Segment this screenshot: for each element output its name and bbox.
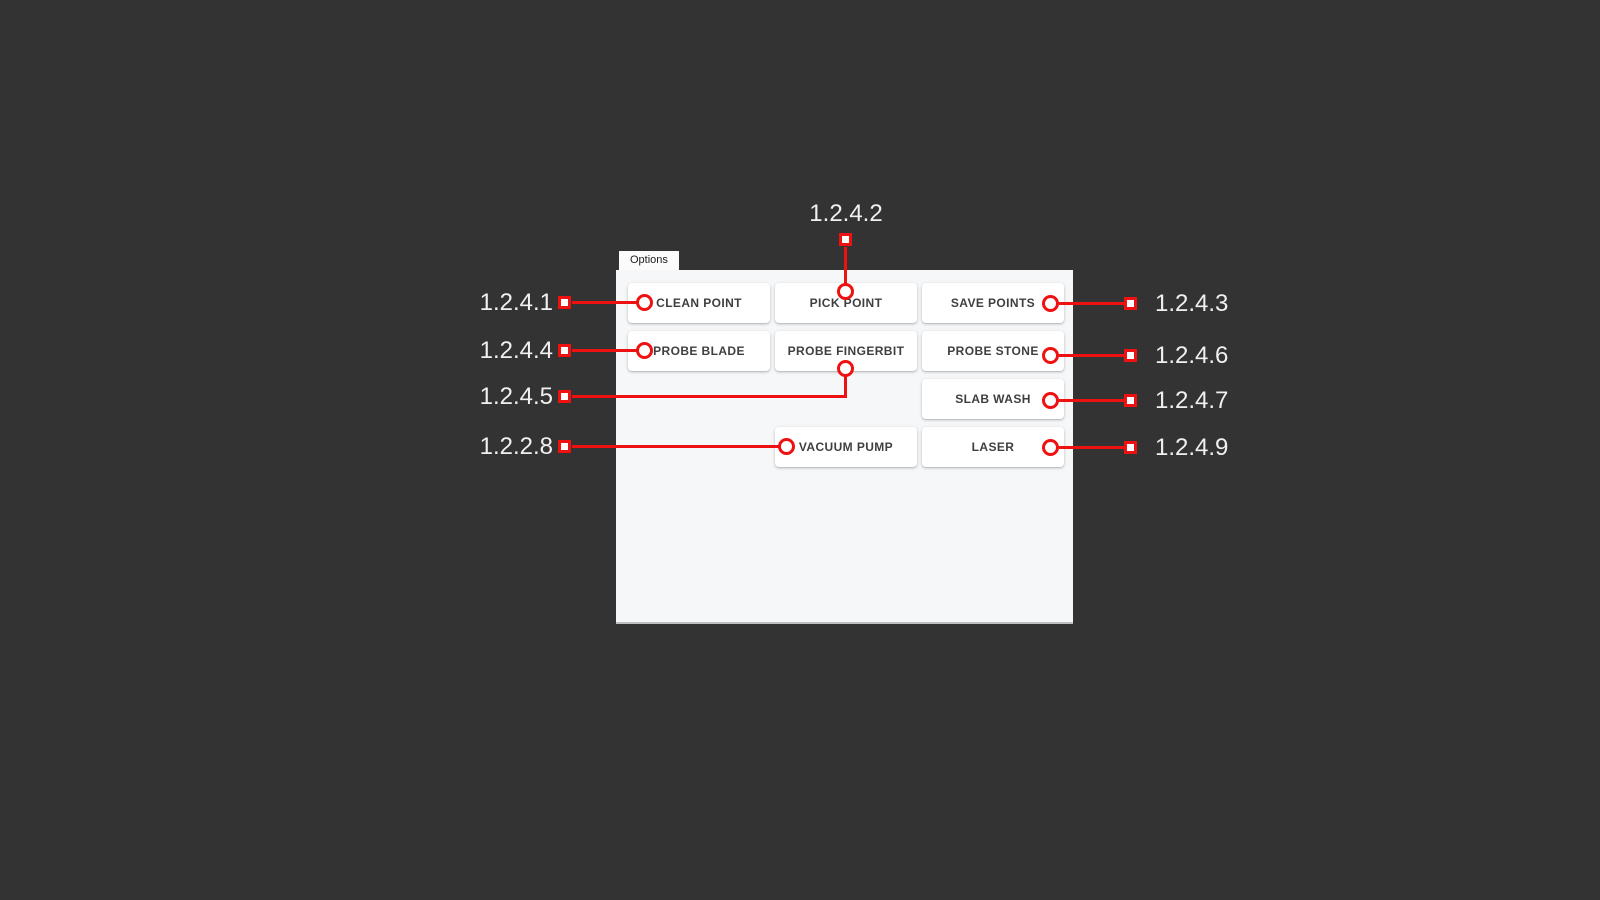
annotation-circle-marker [636, 294, 653, 311]
annotation-square-marker [1124, 349, 1137, 362]
annotation-label-1-2-4-4: 1.2.4.4 [479, 337, 553, 364]
annotation-circle-marker [636, 342, 653, 359]
vacuum-pump-button[interactable]: VACUUM PUMP [775, 427, 917, 467]
annotation-label-1-2-2-8: 1.2.2.8 [479, 433, 553, 460]
annotation-connector-line [572, 301, 638, 304]
annotation-connector-line [844, 369, 847, 398]
annotation-connector-line [1059, 399, 1124, 402]
save-points-button[interactable]: SAVE POINTS [922, 283, 1064, 323]
slab-wash-button[interactable]: SLAB WASH [922, 379, 1064, 419]
annotation-connector-line [572, 349, 638, 352]
annotation-square-marker [558, 344, 571, 357]
annotation-square-marker [1124, 297, 1137, 310]
annotation-circle-marker [1042, 295, 1059, 312]
annotation-square-marker [558, 390, 571, 403]
annotation-label-1-2-4-6: 1.2.4.6 [1155, 342, 1229, 369]
annotation-connector-line [1059, 302, 1124, 305]
annotation-connector-line [572, 445, 779, 448]
annotation-circle-marker [1042, 392, 1059, 409]
tab-options[interactable]: Options [619, 251, 679, 270]
options-panel-body: CLEAN POINT PICK POINT SAVE POINTS PROBE… [616, 270, 1073, 624]
annotation-square-marker [1124, 441, 1137, 454]
annotation-connector-line [572, 395, 847, 398]
annotation-connector-line [1059, 354, 1124, 357]
annotation-square-marker [558, 296, 571, 309]
annotation-circle-marker [837, 283, 854, 300]
annotation-connector-line [1059, 446, 1124, 449]
probe-stone-button[interactable]: PROBE STONE [922, 331, 1064, 371]
annotation-circle-marker [1042, 347, 1059, 364]
annotation-square-marker [1124, 394, 1137, 407]
annotation-circle-marker [1042, 439, 1059, 456]
options-panel: Options CLEAN POINT PICK POINT SAVE POIN… [616, 251, 1073, 624]
laser-button[interactable]: LASER [922, 427, 1064, 467]
annotation-label-1-2-4-9: 1.2.4.9 [1155, 434, 1229, 461]
annotation-label-1-2-4-1: 1.2.4.1 [479, 289, 553, 316]
annotation-square-marker [839, 233, 852, 246]
annotation-label-1-2-4-7: 1.2.4.7 [1155, 387, 1229, 414]
annotation-label-1-2-4-3: 1.2.4.3 [1155, 290, 1229, 317]
annotation-circle-marker [778, 438, 795, 455]
annotation-label-1-2-4-5: 1.2.4.5 [479, 383, 553, 410]
annotation-connector-line [844, 247, 847, 284]
annotation-label-1-2-4-2: 1.2.4.2 [809, 200, 883, 227]
annotation-square-marker [558, 440, 571, 453]
annotation-circle-marker [837, 360, 854, 377]
